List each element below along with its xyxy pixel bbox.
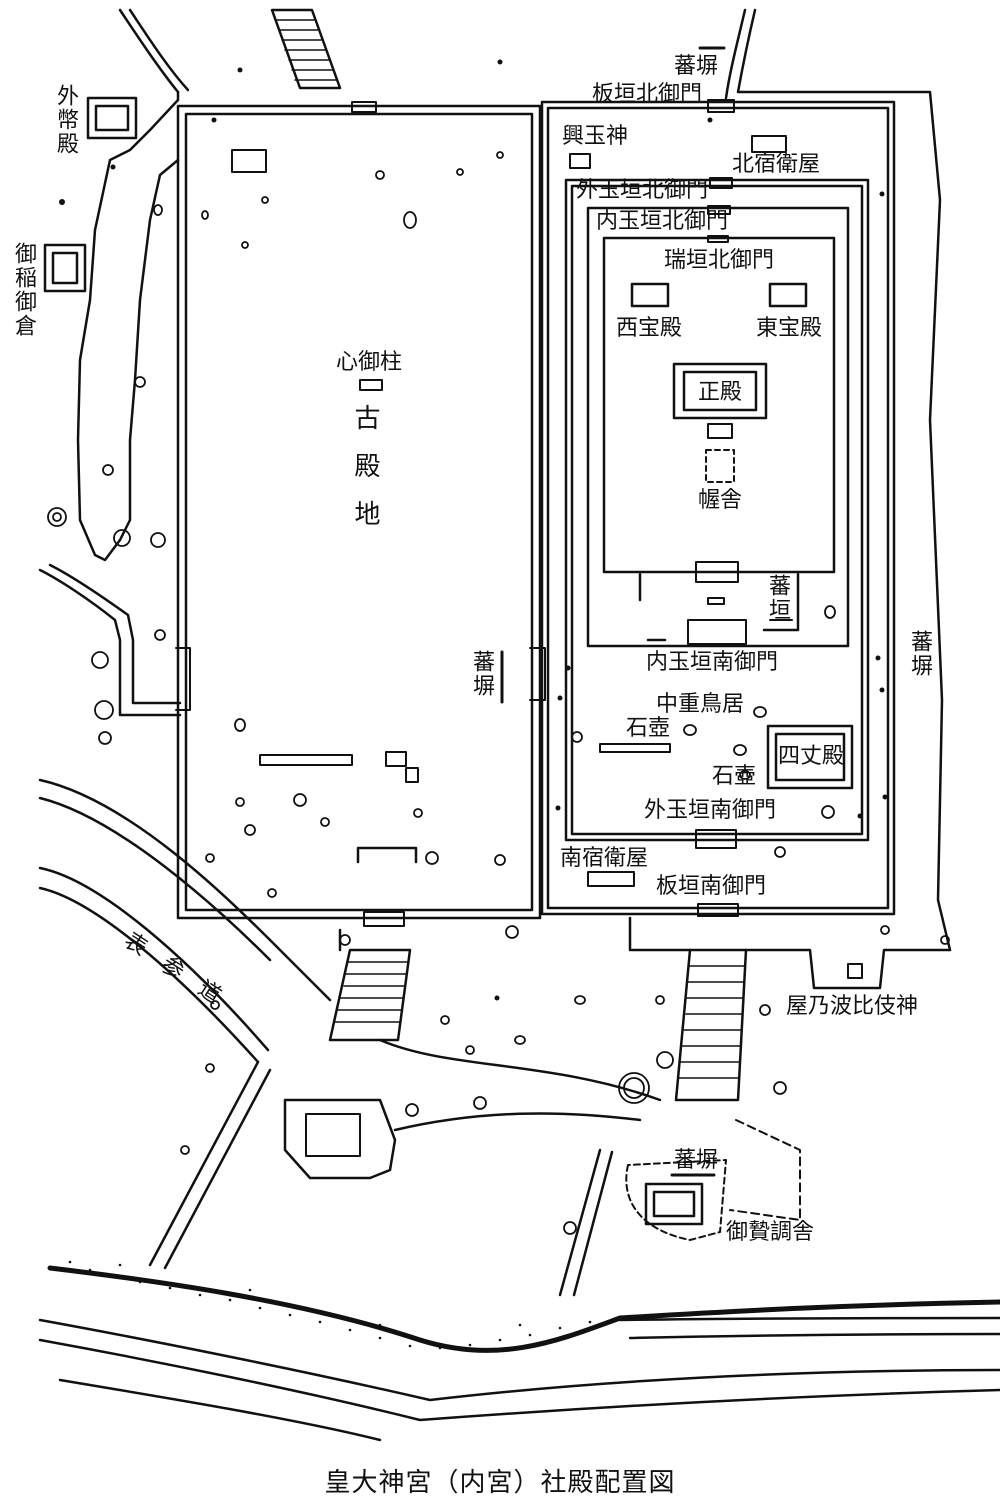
label-naka-no-ju-torii: 中重鳥居 [656, 692, 745, 717]
left-area-boundary [38, 568, 182, 717]
label-itagaki-kita-gomon: 板垣北御門 [592, 82, 703, 107]
mizugaki-fence [602, 236, 836, 574]
south-stairs-right [674, 948, 748, 1102]
uchitamagaki-north-gate [707, 205, 731, 215]
ishitsubo-stone-1 [599, 743, 671, 753]
totamagaki-fence [564, 178, 870, 842]
label-yanohahiki-jinja: 屋乃波比伎神 [786, 994, 919, 1019]
small-markers [59, 59, 888, 1001]
south-gate-old [363, 911, 405, 927]
itagaki-south-gate [697, 903, 739, 917]
old-site-stone [259, 754, 353, 766]
shoden-stairs [707, 423, 733, 439]
river-line [618, 1316, 1000, 1322]
river-line [38, 1338, 1000, 1422]
minami-shuei-ya-building [587, 871, 635, 887]
lower-road [148, 1060, 272, 1270]
label-minami-shuei-ya: 南宿衛屋 [560, 846, 649, 871]
bangaki-screen [638, 572, 800, 642]
west-gate [529, 647, 546, 701]
lower-enclosure [283, 1098, 397, 1180]
label-banpei-right: 蕃塀 [907, 630, 932, 678]
lower-mid-road [558, 1148, 614, 1297]
label-kita-shuei-ya: 北宿衛屋 [732, 152, 821, 177]
totamagaki-south-gate [695, 829, 737, 849]
west-gate-old [175, 647, 191, 711]
itagaki-outer-fence [540, 100, 896, 916]
label-mishine-mikura: 御稲御倉 [11, 242, 36, 338]
mikeden-building [644, 1182, 704, 1226]
label-okitama-jinja: 興玉神 [562, 124, 629, 149]
river-bank [47, 1265, 1000, 1353]
label-akusha: 幄舎 [698, 488, 743, 513]
omote-sando-road [38, 796, 272, 962]
river-line [58, 1378, 382, 1442]
mizugaki-north-gate [707, 235, 729, 243]
label-bangaki: 蕃垣 [765, 574, 790, 622]
label-mikeden-sha: 御贄調舎 [726, 1220, 815, 1245]
okitama-shrine [569, 153, 591, 169]
label-ishitsubo-1: 石壺 [626, 716, 671, 741]
yotsu-take-den-building [766, 724, 854, 790]
south-stairs-left-steps [334, 961, 409, 1023]
label-uchitamagaki-kita-gomon: 内玉垣北御門 [596, 209, 729, 234]
north-stairs [270, 8, 342, 90]
yanohahiki-shrine [847, 963, 863, 979]
akusha-outline [705, 449, 735, 483]
shoden-building [672, 362, 768, 420]
higashi-hoden-building [768, 282, 808, 308]
river-line [628, 1332, 1000, 1340]
omote-sando-road [38, 886, 260, 1064]
label-totamagaki-minami-gomon: 外玉垣南御門 [644, 798, 777, 823]
itagaki-north-gate [707, 99, 735, 113]
lower-path [378, 1038, 662, 1132]
uchitamagaki-south-gate [687, 619, 747, 645]
river-sand-dots [68, 1260, 592, 1350]
river-line [38, 1318, 1000, 1402]
koden-chi-marker [231, 149, 267, 173]
label-mizugaki-kita-gomon: 瑞垣北御門 [664, 248, 775, 273]
label-banpei-bottom: 蕃塀 [674, 1148, 719, 1173]
label-yotsu-take-den: 四丈殿 [778, 744, 845, 769]
totamagaki-north-gate [709, 177, 733, 189]
label-shoden: 正殿 [698, 380, 743, 405]
upper-right-road [736, 8, 952, 952]
old-site-shelter [356, 846, 418, 864]
top-path-line [128, 8, 190, 92]
label-nishi-hoden: 西宝殿 [616, 316, 683, 341]
south-stairs-right-steps [678, 965, 746, 1079]
label-uchitamagaki-minami-gomon: 内玉垣南御門 [646, 650, 779, 675]
uchitamagaki-fence [586, 206, 850, 648]
label-totamagaki-kita-gomon: 外玉垣北御門 [576, 178, 709, 203]
gehei-den-building [86, 96, 138, 140]
north-gate-old [351, 101, 377, 113]
left-area-boundary [76, 90, 180, 562]
omote-sando-road [38, 778, 332, 1002]
label-shin-no-mihashira: 心御柱 [336, 350, 403, 375]
label-itagaki-minami-gomon: 板垣南御門 [656, 874, 767, 899]
lower-building [305, 1113, 361, 1157]
label-koden-chi: 古殿地 [350, 404, 380, 548]
top-path-line [118, 8, 180, 94]
south-stairs-left [328, 948, 412, 1042]
kita-shuei-ya-building [751, 135, 787, 153]
mizugaki-south-gate [695, 561, 739, 583]
label-ishitsubo-2: 石壺 [712, 764, 757, 789]
scattered-stones [47, 151, 950, 1235]
left-area-boundary [48, 563, 182, 705]
north-stair-steps [275, 19, 337, 81]
nishi-hoden-building [630, 282, 670, 308]
map-caption: 皇大神宮（内宮）社殿配置図 [324, 1468, 676, 1498]
mishine-mikura-building [43, 243, 87, 293]
label-banpei-left: 蕃塀 [469, 650, 494, 698]
east-path [729, 1119, 801, 1221]
label-banpei-top: 蕃塀 [674, 54, 719, 79]
upper-right-road [724, 8, 747, 100]
shin-no-mihashira-marker [359, 379, 383, 391]
koden-chi-enclosure [176, 104, 542, 920]
label-gehei-den: 外幣殿 [53, 84, 78, 156]
omote-sando-road [38, 866, 270, 1052]
label-higashi-hoden: 東宝殿 [756, 316, 823, 341]
